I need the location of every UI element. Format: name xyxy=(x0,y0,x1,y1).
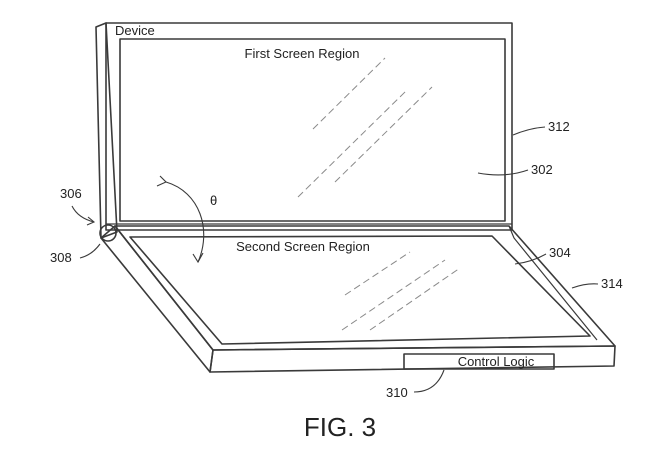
leader-314 xyxy=(572,284,598,288)
first-screen-region xyxy=(120,39,505,221)
second-screen-label: Second Screen Region xyxy=(236,239,370,254)
figure-caption: FIG. 3 xyxy=(304,412,376,442)
device-label: Device xyxy=(115,23,155,38)
ref-306: 306 xyxy=(60,186,82,201)
angle-label: θ xyxy=(210,193,217,208)
control-logic-label: Control Logic xyxy=(458,354,535,369)
second-housing-side xyxy=(101,226,213,372)
leader-312 xyxy=(513,127,545,135)
first-screen-glare xyxy=(298,58,432,197)
ref-312: 312 xyxy=(548,119,570,134)
leader-310 xyxy=(414,370,444,392)
first-screen-label: First Screen Region xyxy=(245,46,360,61)
ref-302: 302 xyxy=(531,162,553,177)
leader-302 xyxy=(478,170,528,175)
ref-310: 310 xyxy=(386,385,408,400)
ref-304: 304 xyxy=(549,245,571,260)
ref-308: 308 xyxy=(50,250,72,265)
second-screen-glare xyxy=(342,252,460,330)
rotation-arrow xyxy=(157,176,204,262)
leader-308 xyxy=(80,244,100,258)
ref-314: 314 xyxy=(601,276,623,291)
